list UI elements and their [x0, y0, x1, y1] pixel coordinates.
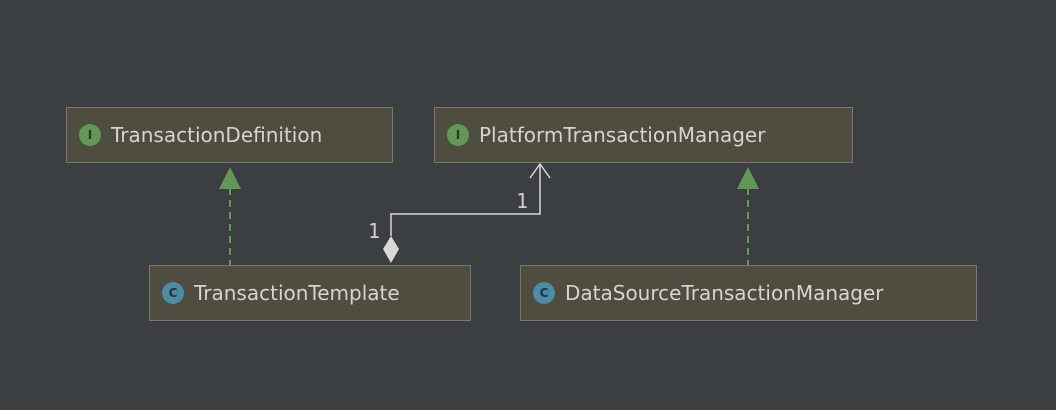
- source-multiplicity-label: 1: [368, 219, 381, 243]
- implements-arrowhead: [737, 167, 759, 189]
- implements-edge-platform-transaction-manager: [737, 167, 759, 265]
- target-multiplicity-label: 1: [516, 189, 529, 213]
- class-icon: C: [162, 282, 184, 304]
- implements-edge-transaction-definition: [219, 167, 241, 265]
- node-label: DataSourceTransactionManager: [565, 281, 884, 305]
- node-transaction-template[interactable]: C TransactionTemplate: [149, 265, 471, 321]
- node-label: PlatformTransactionManager: [479, 123, 766, 147]
- aggregation-diamond: [383, 236, 399, 263]
- interface-icon: I: [447, 124, 469, 146]
- node-transaction-definition[interactable]: I TransactionDefinition: [66, 107, 393, 163]
- implements-arrowhead: [219, 167, 241, 189]
- association-open-arrowhead: [529, 162, 551, 179]
- node-label: TransactionDefinition: [111, 123, 323, 147]
- class-icon: C: [533, 282, 555, 304]
- aggregation-edge: [383, 162, 551, 263]
- interface-icon: I: [79, 124, 101, 146]
- node-platform-transaction-manager[interactable]: I PlatformTransactionManager: [434, 107, 853, 163]
- node-datasource-transaction-manager[interactable]: C DataSourceTransactionManager: [520, 265, 977, 321]
- node-label: TransactionTemplate: [194, 281, 400, 305]
